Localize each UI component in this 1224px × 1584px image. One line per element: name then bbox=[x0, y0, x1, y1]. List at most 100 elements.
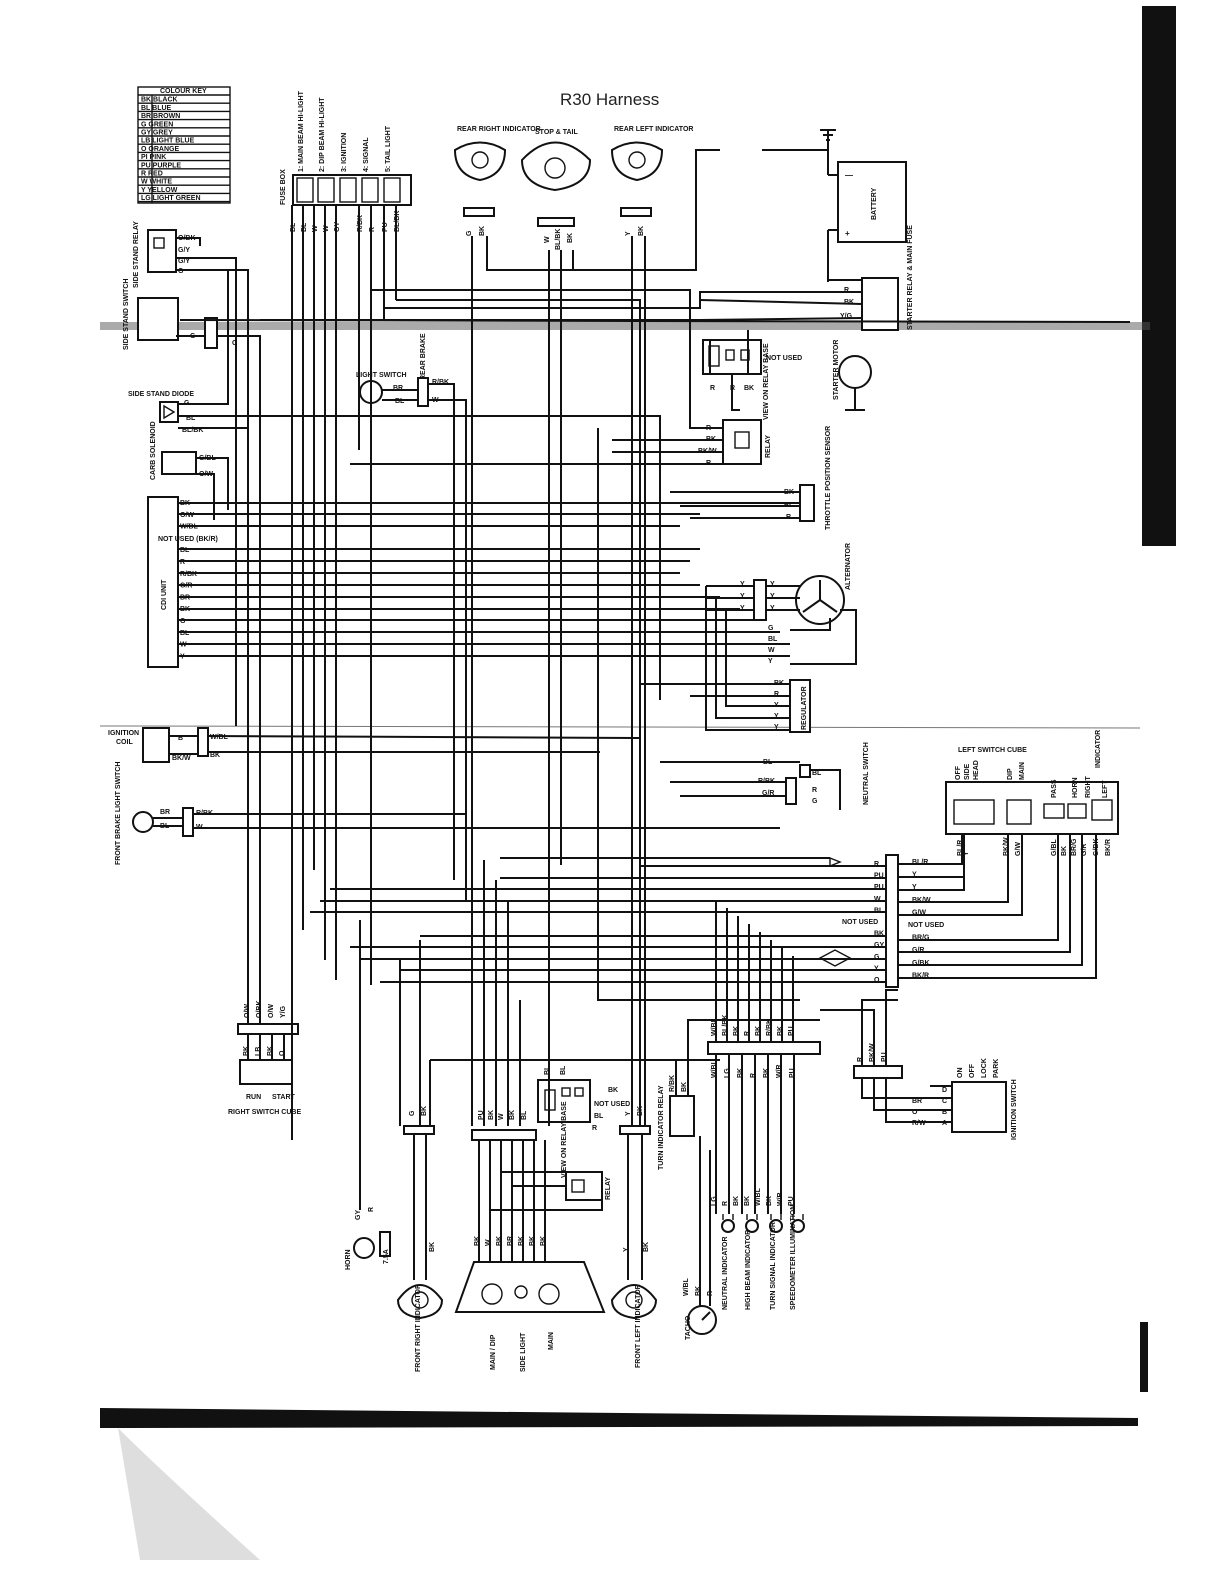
svg-text:BR: BR bbox=[160, 809, 170, 816]
svg-text:TACHO: TACHO bbox=[685, 1315, 692, 1340]
svg-text:FRONT BRAKE LIGHT SWITCH: FRONT BRAKE LIGHT SWITCH bbox=[115, 762, 122, 865]
dash-top-label: BK bbox=[755, 1026, 762, 1036]
wire bbox=[810, 769, 841, 810]
rear-left-indicator: REAR LEFT INDICATOR Y BK bbox=[610, 126, 693, 236]
colour-key-row: BL BLUE bbox=[141, 105, 172, 112]
rcube-wire-label: BK bbox=[243, 1046, 250, 1056]
svg-text:BK: BK bbox=[608, 1087, 618, 1094]
alt-wire-label: Y bbox=[770, 593, 775, 600]
svg-text:BK: BK bbox=[643, 1242, 650, 1252]
ig-top-label: R bbox=[857, 1057, 864, 1062]
svg-text:HORN: HORN bbox=[1072, 777, 1079, 798]
svg-text:W: W bbox=[544, 236, 551, 243]
svg-text:COIL: COIL bbox=[116, 739, 133, 746]
left-out-label: G/BK bbox=[912, 960, 930, 967]
svg-text:LEFT SWITCH CUBE: LEFT SWITCH CUBE bbox=[958, 747, 1027, 754]
ls-bottom-label: G/BL bbox=[1051, 839, 1058, 856]
fuse-wire-label: R/BK bbox=[357, 215, 364, 232]
fuse-wire-label: BL bbox=[301, 222, 308, 232]
svg-text:REAR BRAKE: REAR BRAKE bbox=[420, 333, 427, 380]
svg-text:SIDE LIGHT: SIDE LIGHT bbox=[520, 1332, 527, 1372]
wire bbox=[687, 1019, 820, 1096]
ind-wire-label: BK bbox=[733, 1196, 740, 1206]
fuse-5-label: 5: TAIL LIGHT bbox=[385, 125, 392, 172]
svg-text:BK/W: BK/W bbox=[172, 755, 191, 762]
left-in-label: G bbox=[874, 954, 880, 961]
wire bbox=[873, 1078, 952, 1111]
fuse-wire-label: R bbox=[369, 227, 376, 232]
svg-text:BK: BK bbox=[695, 1286, 702, 1296]
wire bbox=[396, 299, 641, 1126]
dash-top-label: BL/BK bbox=[722, 1015, 729, 1036]
fuse-2-label: 2: DIP BEAM HI-LIGHT bbox=[319, 97, 326, 172]
left-switch-cube: LEFT SWITCH CUBE OFF SIDE HEAD DIP MAIN … bbox=[945, 730, 1119, 856]
svg-text:MAIN: MAIN bbox=[1019, 762, 1026, 780]
battery: BATTERY — + bbox=[820, 129, 907, 282]
alt-out-label: W bbox=[768, 647, 775, 654]
ls-bottom-label: BK/R bbox=[1105, 839, 1112, 856]
dash-top-label: R/BK bbox=[766, 1019, 773, 1036]
fuse-wire-label: W bbox=[323, 225, 330, 232]
svg-text:BK: BK bbox=[681, 1082, 688, 1092]
svg-text:BL: BL bbox=[594, 1113, 604, 1120]
svg-text:7.5A: 7.5A bbox=[383, 1249, 390, 1264]
svg-text:R/BK: R/BK bbox=[669, 1075, 676, 1092]
svg-text:FRONT RIGHT INDICATOR: FRONT RIGHT INDICATOR bbox=[415, 1284, 422, 1372]
dash-bot-label: PU bbox=[789, 1068, 796, 1078]
cdi-wire-label: R/BK bbox=[180, 571, 197, 578]
svg-text:R: R bbox=[592, 1125, 597, 1132]
ignition-coil: IGNITION COIL B BK/W W/BL BK bbox=[108, 727, 229, 763]
svg-text:STARTER MOTOR: STARTER MOTOR bbox=[833, 340, 840, 400]
cdi-wire-label: G bbox=[180, 618, 186, 625]
ig-top-label: PU bbox=[881, 1052, 888, 1062]
dash-top-label: BK bbox=[733, 1026, 740, 1036]
ind-wire-label: PU bbox=[788, 1196, 795, 1206]
svg-text:G: G bbox=[466, 230, 473, 236]
alt-out-label: Y bbox=[768, 658, 773, 665]
svg-text:HIGH BEAM INDICATOR: HIGH BEAM INDICATOR bbox=[745, 1230, 752, 1310]
dash-top-label: R bbox=[744, 1031, 751, 1036]
svg-text:G: G bbox=[812, 798, 818, 805]
stop-tail-light: STOP & TAIL W BL/BK BK bbox=[520, 129, 592, 250]
svg-text:OFF: OFF bbox=[969, 1063, 976, 1078]
wire bbox=[176, 237, 201, 246]
ind-wire-label: W/BL bbox=[755, 1187, 762, 1206]
left-out-label: BR/G bbox=[912, 935, 930, 942]
svg-text:Y/G: Y/G bbox=[840, 313, 853, 320]
wire bbox=[790, 618, 831, 631]
scan-edge-top bbox=[1142, 6, 1176, 546]
fuse-wire-label: PU bbox=[382, 222, 389, 232]
throttle-sensor: THROTTLE POSITION SENSOR BK BL R bbox=[784, 426, 832, 530]
wire bbox=[820, 1009, 875, 1066]
starter-motor: STARTER MOTOR bbox=[833, 340, 872, 411]
rcube-wire-label: LB bbox=[255, 1047, 262, 1056]
dash-top-label: BK bbox=[777, 1026, 784, 1036]
svg-text:BK: BK bbox=[638, 226, 645, 236]
svg-text:R: R bbox=[844, 287, 849, 294]
wire bbox=[428, 399, 467, 900]
svg-text:RIGHT: RIGHT bbox=[1085, 776, 1092, 799]
svg-text:R/BK: R/BK bbox=[432, 379, 449, 386]
colour-key-row: BK BLACK bbox=[141, 97, 178, 104]
svg-text:RELAY: RELAY bbox=[765, 435, 772, 458]
turn-indicator-relay: R/BK BK TURN INDICATOR RELAY bbox=[658, 1075, 695, 1170]
ig-pin-label: B bbox=[942, 1109, 947, 1116]
ind-wire-label: R bbox=[722, 1201, 729, 1206]
svg-text:CARB SOLENOID: CARB SOLENOID bbox=[150, 421, 157, 480]
cdi-wire-label: O/W bbox=[180, 512, 194, 519]
svg-text:BK: BK bbox=[210, 752, 220, 759]
wire bbox=[898, 834, 1023, 916]
wire bbox=[898, 834, 963, 865]
svg-text:BK: BK bbox=[488, 1110, 495, 1120]
svg-text:R: R bbox=[812, 787, 817, 794]
wire bbox=[715, 598, 790, 719]
svg-text:—: — bbox=[845, 171, 853, 180]
svg-text:THROTTLE POSITION SENSOR: THROTTLE POSITION SENSOR bbox=[825, 426, 832, 530]
wire bbox=[383, 291, 862, 309]
wire bbox=[371, 289, 691, 332]
svg-text:NOT USED: NOT USED bbox=[594, 1101, 630, 1108]
wire bbox=[486, 149, 720, 271]
